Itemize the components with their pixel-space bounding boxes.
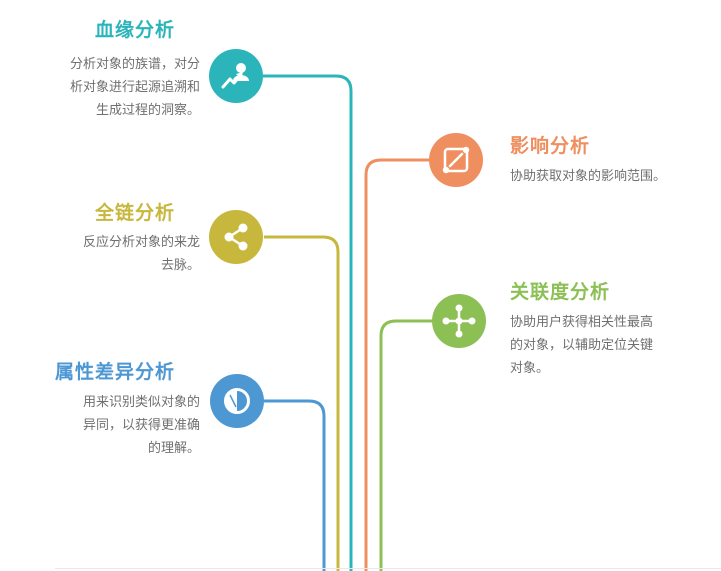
fullchain-desc: 反应分析对象的来龙去脉。 [82,234,200,272]
attribute-desc: 用来识别类似对象的异同，以获得更准确的理解。 [82,394,200,455]
fullchain-title: 全链分析 [94,203,175,224]
relevance-connector-line [379,319,432,571]
attribute-title: 属性差异分析 [54,362,175,383]
relevance-desc: 协助用户获得相关性最高的对象，以辅助定位关键对象。 [510,314,654,375]
lineage-desc: 分析对象的族谱，对分析对象进行起源追溯和生成过程的洞察。 [69,56,200,117]
impact-connector-line [364,158,429,571]
share-nodes-icon [209,210,263,264]
attribute-connector-line [264,399,326,571]
impact-title: 影响分析 [510,136,591,157]
lineage-connector-line [263,74,353,571]
impact-desc: 协助获取对象的影响范围。 [510,168,667,183]
cross-nodes-icon [432,294,486,348]
lineage-title: 血缘分析 [94,20,175,41]
relevance-title: 关联度分析 [510,282,611,303]
bottom-divider [55,568,721,569]
selection-diagonal-icon [429,133,483,187]
half-contrast-circle-icon [210,374,264,428]
fullchain-connector-line [264,235,340,571]
person-trend-icon [209,49,263,103]
